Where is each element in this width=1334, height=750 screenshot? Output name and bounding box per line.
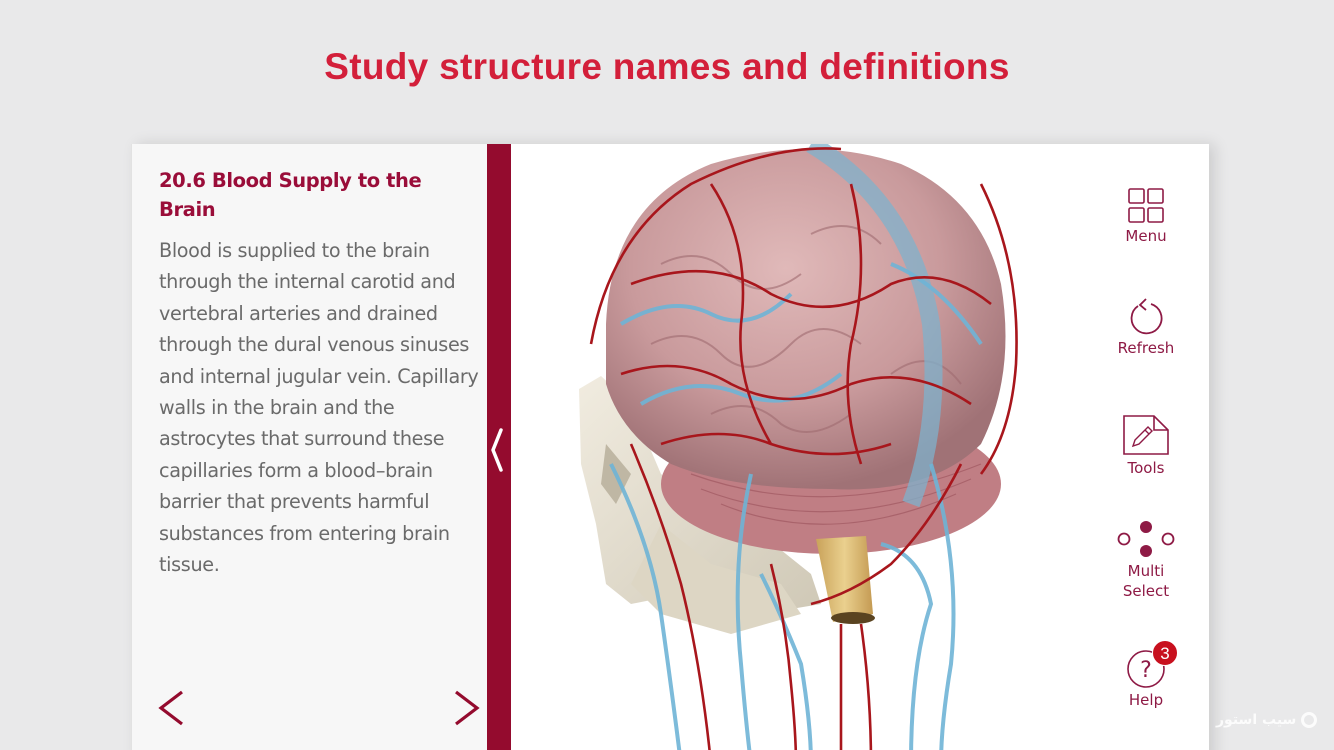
section-definition: Blood is supplied to the brain through t… [159, 239, 479, 577]
watermark: سیب استور [1216, 712, 1321, 728]
refresh-button[interactable]: Refresh [1091, 296, 1201, 358]
help-button[interactable]: ? 3 Help [1091, 640, 1201, 710]
app-window: 20.6 Blood Supply to the Brain Blood is … [131, 144, 1209, 750]
previous-button[interactable] [157, 686, 187, 730]
right-toolbar: Menu Refresh Tools [1091, 144, 1209, 750]
next-button[interactable] [452, 686, 482, 730]
refresh-icon [1130, 298, 1163, 335]
svg-text:?: ? [1140, 658, 1152, 683]
help-notification-badge: 3 [1152, 640, 1178, 666]
definition-panel: 20.6 Blood Supply to the Brain Blood is … [131, 144, 487, 750]
refresh-label: Refresh [1117, 339, 1175, 357]
3d-anatomy-viewport[interactable] [511, 144, 1091, 750]
help-label: Help [1128, 691, 1164, 709]
chevron-left-icon [158, 690, 183, 726]
head-brain-model[interactable] [511, 144, 1091, 750]
multi-select-icon [1117, 521, 1175, 557]
tools-label: Tools [1127, 459, 1165, 477]
chevron-left-icon [491, 428, 503, 472]
note-pencil-icon [1123, 415, 1169, 455]
multi-select-label-line1: Multi [1127, 562, 1165, 580]
help-icon: ? [1127, 650, 1165, 688]
menu-label: Menu [1125, 227, 1167, 245]
watermark-text: سیب استور [1216, 712, 1297, 728]
grid-icon [1128, 188, 1164, 223]
chevron-right-icon [455, 690, 480, 726]
tools-button[interactable]: Tools [1091, 414, 1201, 478]
collapse-panel-handle[interactable] [487, 144, 511, 750]
multi-select-label-line2: Select [1122, 582, 1170, 600]
page-headline: Study structure names and definitions [324, 46, 1010, 87]
menu-button[interactable]: Menu [1091, 186, 1201, 246]
watermark-logo-icon [1301, 712, 1318, 728]
section-title: 20.6 Blood Supply to the Brain [159, 169, 422, 221]
multi-select-button[interactable]: Multi Select [1091, 519, 1201, 601]
